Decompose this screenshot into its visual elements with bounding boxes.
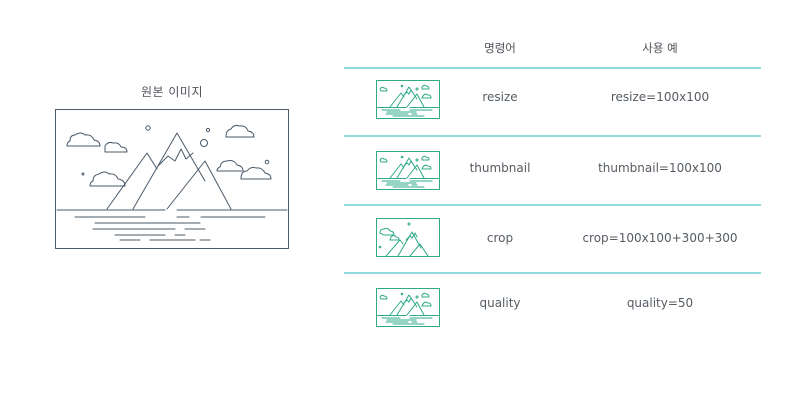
mountain-landscape-icon [376, 151, 440, 190]
thumbnail-image [376, 80, 440, 119]
command-cell: quality [479, 296, 521, 310]
mountain-landscape-icon [55, 109, 289, 249]
thumbnail-image [376, 151, 440, 190]
table-divider [344, 204, 761, 206]
column-header-command: 명령어 [484, 41, 516, 55]
example-cell: quality=50 [626, 296, 694, 310]
command-cell: thumbnail [469, 161, 531, 175]
example-cell: thumbnail=100x100 [598, 161, 722, 175]
table-divider [344, 67, 761, 69]
mountain-landscape-icon [376, 218, 440, 257]
example-cell: crop=100x100+300+300 [582, 231, 738, 245]
column-header-example: 사용 예 [642, 41, 678, 55]
mountain-landscape-icon [376, 288, 440, 327]
mountain-landscape-icon [376, 80, 440, 119]
thumbnail-image [376, 288, 440, 327]
original-image-title: 원본 이미지 [140, 85, 203, 99]
table-divider [344, 135, 761, 137]
command-cell: resize [482, 90, 518, 104]
command-cell: crop [486, 231, 514, 245]
thumbnail-image [376, 218, 440, 257]
original-image [55, 109, 289, 249]
table-divider [344, 272, 761, 274]
example-cell: resize=100x100 [610, 90, 710, 104]
